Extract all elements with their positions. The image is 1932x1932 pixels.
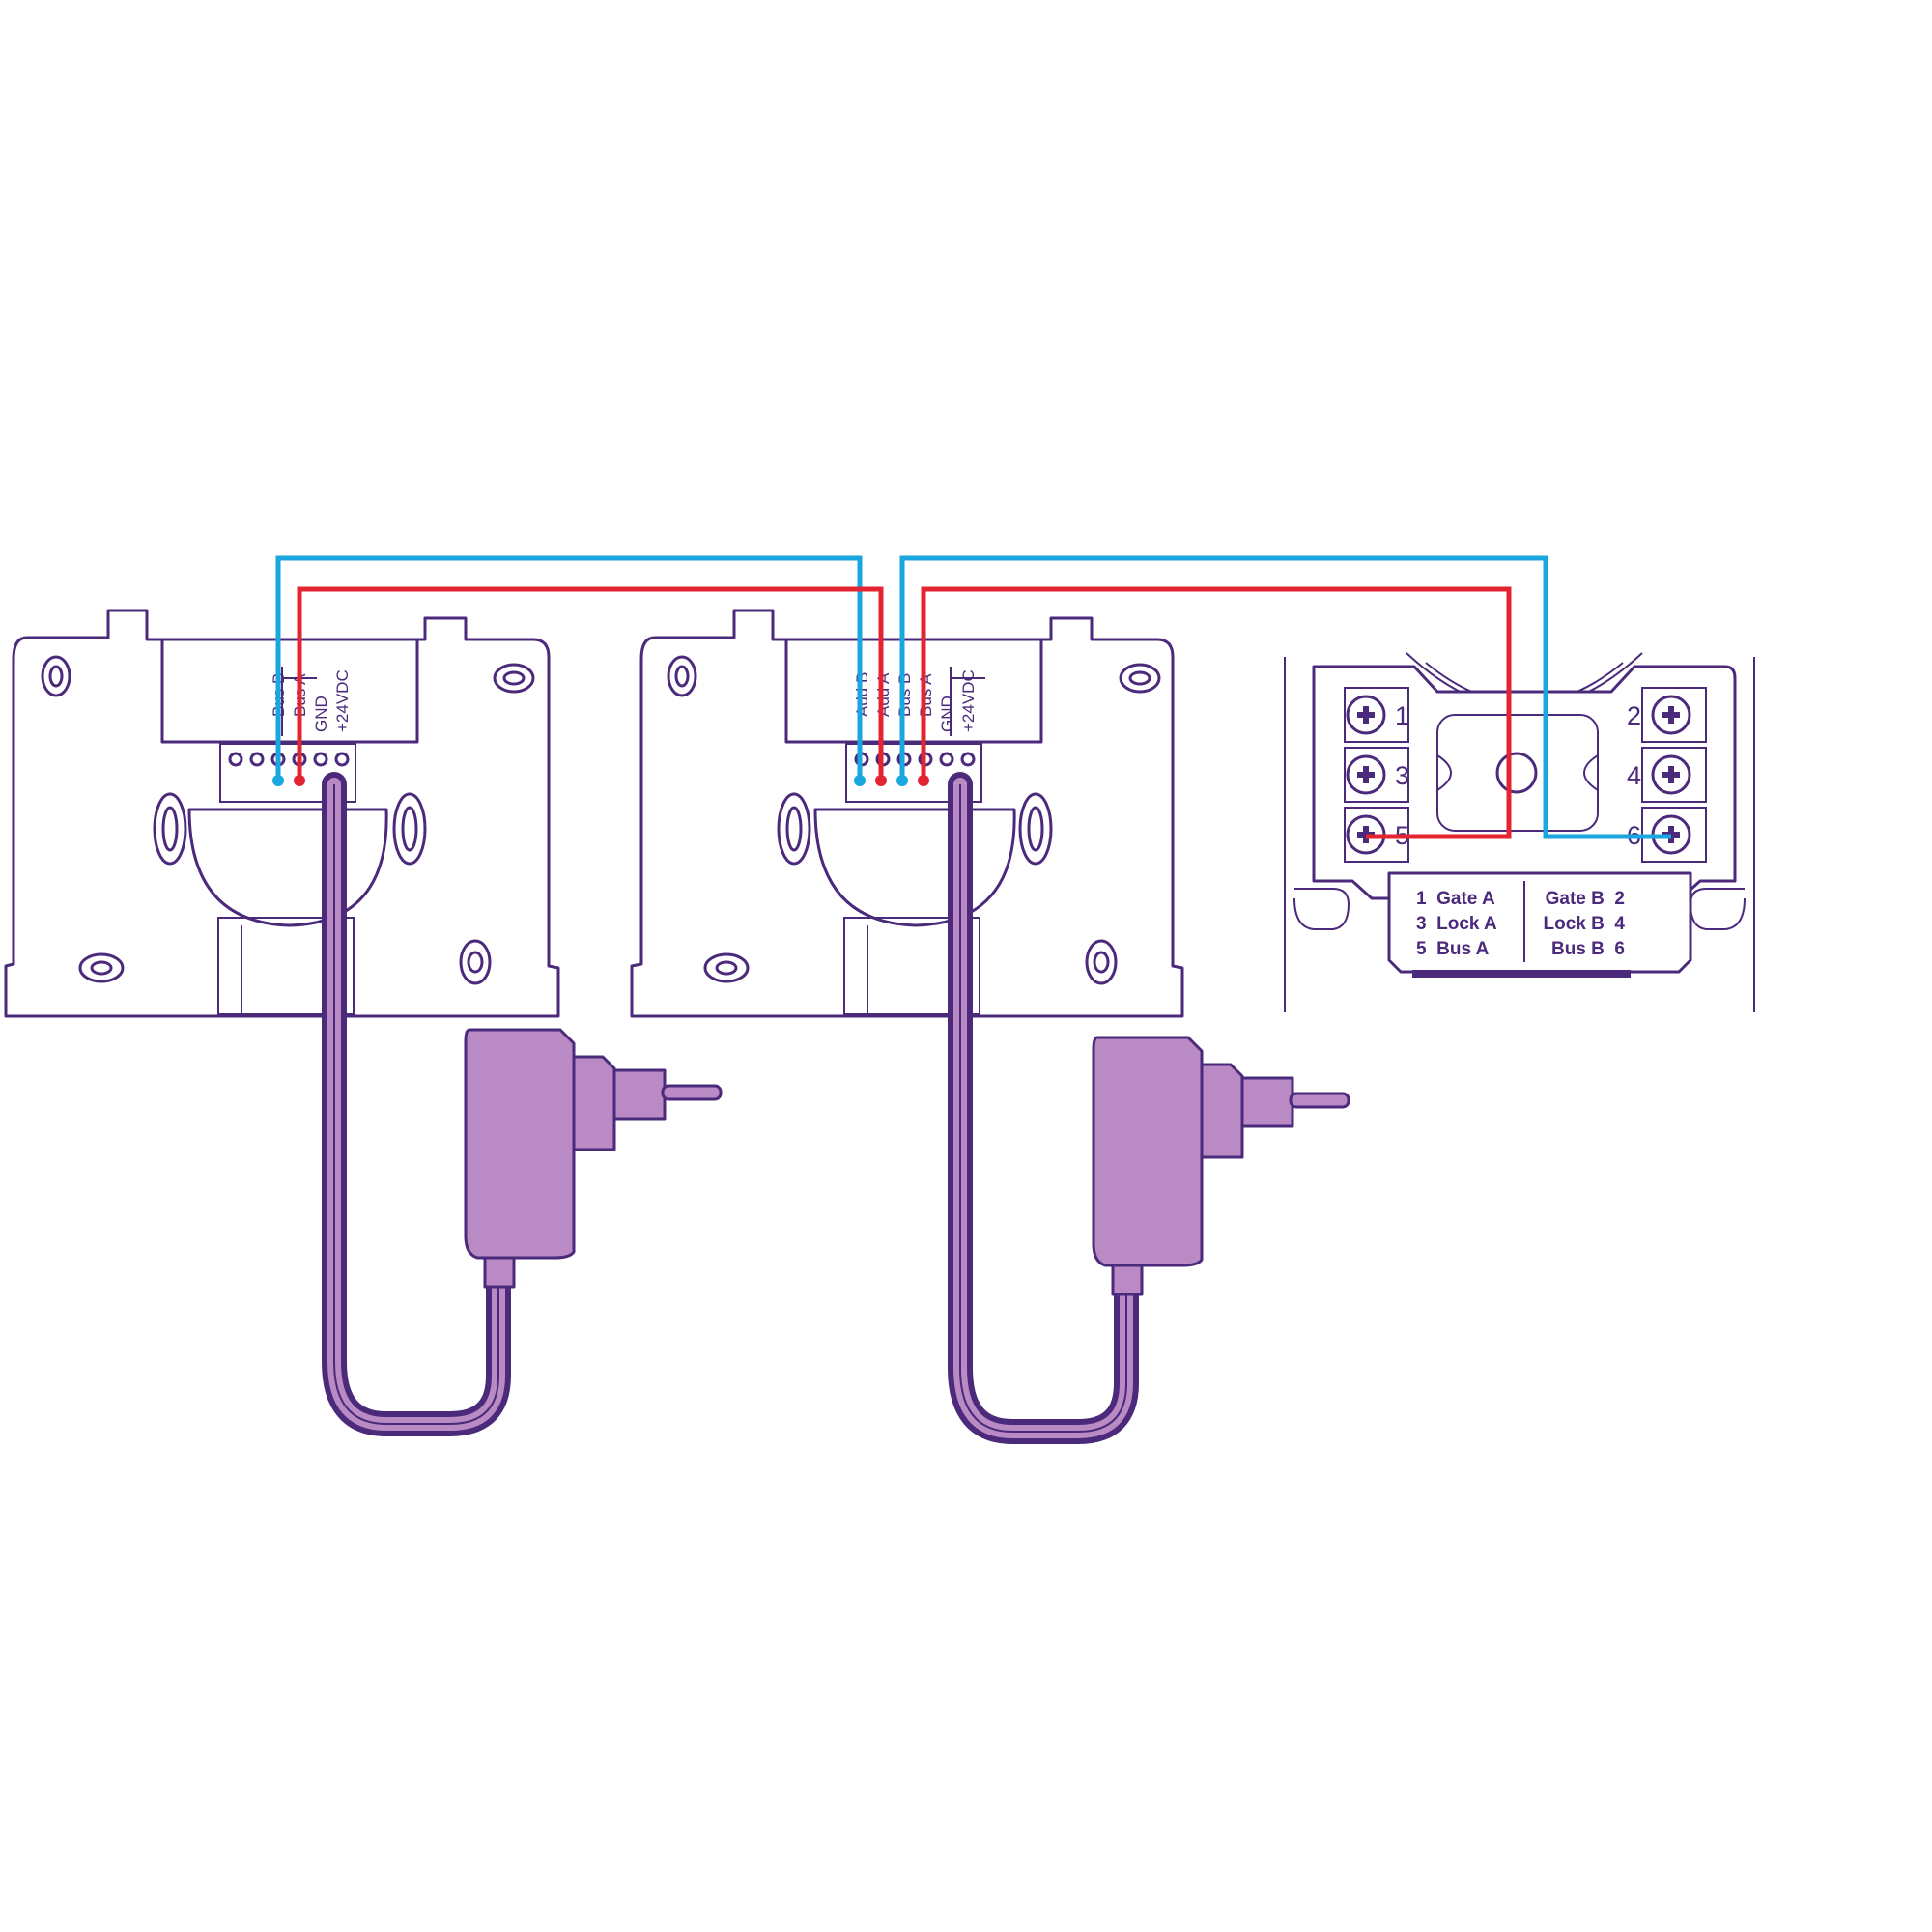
power-supply-1: [322, 772, 723, 1436]
legend-bus-a: 5 Bus A: [1416, 939, 1490, 959]
monitor-1-terminal-24vdc: +24VDC: [333, 669, 352, 732]
monitor-1-terminal-gnd: GND: [312, 696, 330, 732]
monitor-2-terminal-24vdc: +24VDC: [959, 669, 978, 732]
blue-wire-monitor2-to-panel: [899, 555, 1671, 839]
outdoor-panel: 1 3 5 2 4 6 1 Gate A 3 Lock A 5 Bus A Ga…: [1284, 652, 1755, 1012]
red-wire-monitor1-to-monitor2: [297, 586, 884, 781]
blue-wire-monitor1-to-monitor2: [275, 555, 863, 781]
legend-lock-b: Lock B 4: [1544, 914, 1626, 934]
monitor-2-bracket: Add B Add A Bus B Bus A GND +24VDC: [630, 609, 1184, 1018]
legend-bus-b: Bus B 6: [1551, 939, 1625, 959]
screw-number-2: 2: [1627, 701, 1641, 730]
bus-wiring: [272, 555, 1671, 839]
screw-number-1: 1: [1395, 701, 1409, 730]
red-wire-monitor2-to-panel: [921, 586, 1512, 839]
monitor-2-terminal-gnd: GND: [938, 696, 956, 732]
monitor-1-bracket: Bus B Bus A GND +24VDC: [4, 609, 560, 1018]
terminal-screws-right: [1641, 687, 1707, 863]
power-supply-2: [948, 772, 1350, 1444]
screw-number-4: 4: [1627, 761, 1641, 790]
legend-gate-a: 1 Gate A: [1416, 889, 1495, 909]
legend-gate-b: Gate B 2: [1546, 889, 1625, 909]
legend-lock-a: 3 Lock A: [1416, 914, 1497, 934]
screw-number-3: 3: [1395, 761, 1409, 790]
